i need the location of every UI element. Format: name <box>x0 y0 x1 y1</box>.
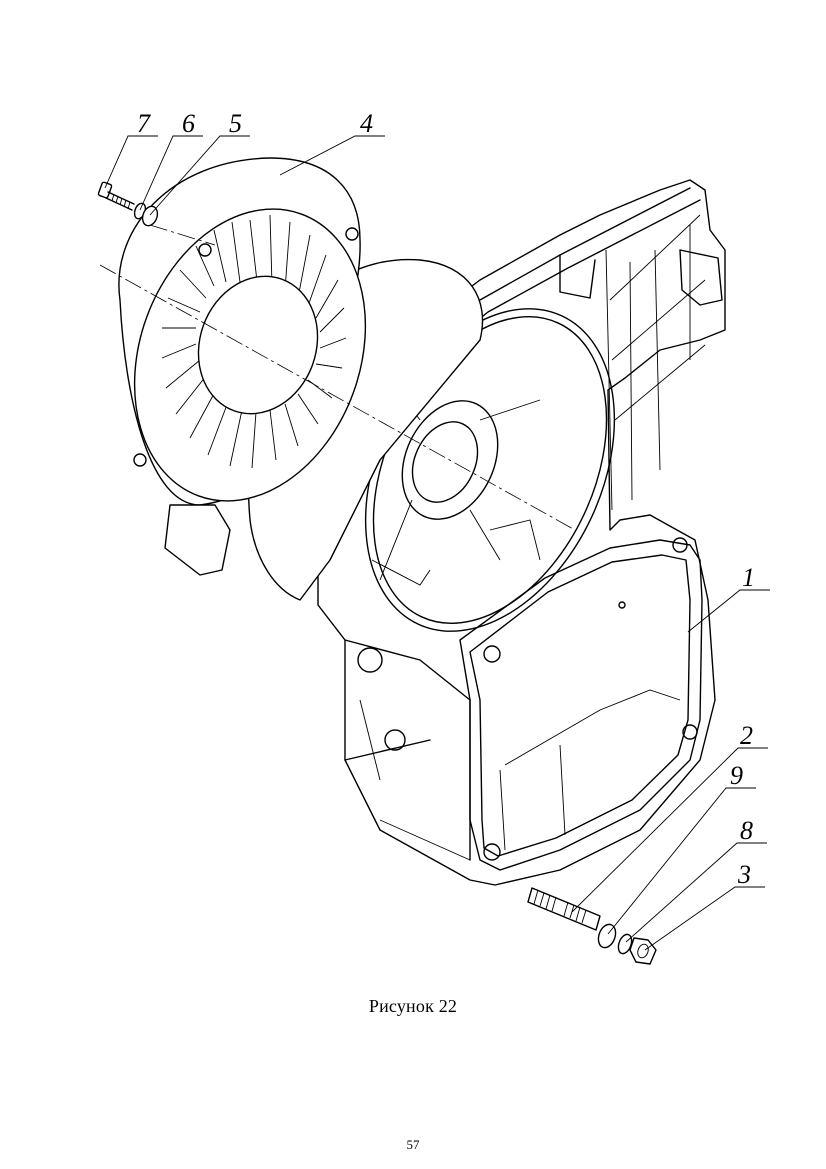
callout-3: 3 <box>737 860 751 889</box>
callout-8: 8 <box>740 816 753 845</box>
screw-part-7 <box>97 181 135 211</box>
figure-caption: Рисунок 22 <box>368 996 458 1016</box>
callout-4: 4 <box>360 109 373 138</box>
callout-2: 2 <box>740 721 753 750</box>
callout-5: 5 <box>229 109 242 138</box>
callout-6: 6 <box>182 109 195 138</box>
axis-line <box>99 264 576 531</box>
callout-1: 1 <box>742 563 755 592</box>
stud-part-2 <box>527 887 601 931</box>
fan-shroud-part-4 <box>118 157 484 601</box>
callout-9: 9 <box>730 761 743 790</box>
axis-line-upper <box>149 224 216 246</box>
page-number: 57 <box>406 1137 420 1152</box>
nut-part-3 <box>629 937 657 965</box>
callout-leaders <box>104 135 770 951</box>
washer-part-9 <box>597 923 617 949</box>
callout-7: 7 <box>137 109 151 138</box>
